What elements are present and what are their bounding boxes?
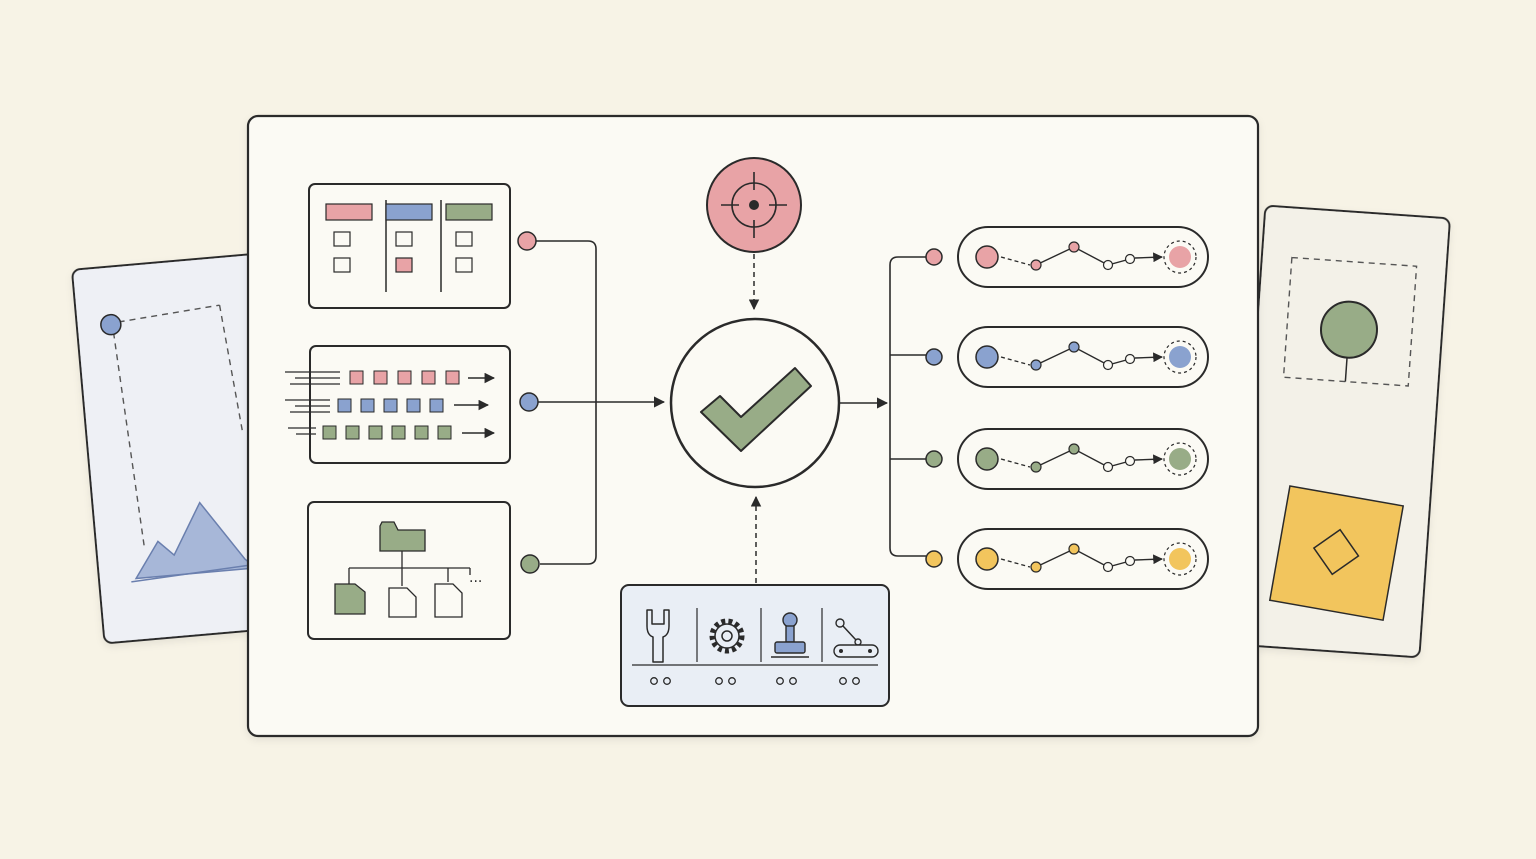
- kanban-column-header: [445, 203, 493, 221]
- pipeline-step-node: [1102, 461, 1114, 473]
- data-streams-card[interactable]: [285, 345, 511, 464]
- pipeline-step-node: [1030, 561, 1042, 573]
- pipeline-link: [1000, 256, 1031, 266]
- folder-icon: [379, 521, 426, 552]
- pipeline-capsule: [957, 528, 1209, 590]
- pipeline-start-node: [975, 345, 999, 369]
- pipeline-entry-node: [925, 248, 943, 266]
- pipeline-step-node: [1068, 543, 1080, 555]
- pin-node-icon: [100, 313, 122, 336]
- pipeline-step-node: [1124, 455, 1136, 467]
- kanban-task: [333, 257, 351, 273]
- target-icon: [706, 157, 802, 253]
- input-connectors: [536, 240, 666, 565]
- pipeline-target-ring: [1163, 340, 1197, 374]
- checkmark-icon: [700, 367, 812, 452]
- pipeline-target-ring: [1163, 240, 1197, 274]
- wrench-icon[interactable]: [646, 609, 670, 663]
- kanban-column-header: [385, 203, 433, 221]
- pipeline-step-node: [1030, 359, 1042, 371]
- output-pipeline-green[interactable]: [925, 428, 1209, 490]
- stream-row-green: [322, 425, 496, 440]
- output-pipeline-yellow[interactable]: [925, 528, 1209, 590]
- pipeline-start-node: [975, 447, 999, 471]
- pipeline-step-node: [1124, 353, 1136, 365]
- pipeline-capsule: [957, 226, 1209, 288]
- gear-icon[interactable]: [709, 618, 745, 654]
- kanban-task: [455, 231, 473, 247]
- pipeline-entry-node: [925, 550, 943, 568]
- pipeline-start-node: [975, 245, 999, 269]
- pipeline-end-node: [1169, 346, 1191, 368]
- pipeline-step-node: [1068, 443, 1080, 455]
- kanban-column-header: [325, 203, 373, 221]
- pipeline-link: [1000, 356, 1031, 366]
- pipeline-step-node: [1124, 555, 1136, 567]
- kanban-task: [455, 257, 473, 273]
- pipeline-link: [1000, 558, 1031, 568]
- pipeline-step-node: [1068, 241, 1080, 253]
- file-icon: [334, 583, 366, 615]
- indicator-dots: [650, 677, 860, 685]
- pipeline-step-node: [1102, 561, 1114, 573]
- pipeline-arrow: [1134, 554, 1163, 565]
- pipeline-path: [1035, 548, 1131, 568]
- diamond-icon: [1312, 528, 1360, 576]
- approval-hub[interactable]: [669, 317, 841, 489]
- connector-node-red: [517, 231, 537, 251]
- pipeline-step-node: [1030, 259, 1042, 271]
- pipeline-step-node: [1102, 359, 1114, 371]
- connector-node-green: [520, 554, 540, 574]
- pipeline-link: [1000, 458, 1031, 468]
- pipeline-step-node: [1102, 259, 1114, 271]
- file-icon: [434, 583, 463, 618]
- kanban-task: [333, 231, 351, 247]
- pipeline-target-ring: [1163, 442, 1197, 476]
- pipeline-capsule: [957, 428, 1209, 490]
- kanban-board-card[interactable]: [308, 183, 511, 309]
- pipeline-end-node: [1169, 548, 1191, 570]
- folder-tree-card[interactable]: ...: [307, 501, 511, 640]
- output-branch: [889, 256, 926, 557]
- pipeline-arrow: [1134, 352, 1163, 363]
- pipeline-path: [1035, 346, 1131, 366]
- pipeline-end-node: [1169, 246, 1191, 268]
- pipeline-arrow: [1134, 454, 1163, 465]
- connector-node-blue: [519, 392, 539, 412]
- more-items-text: ...: [469, 570, 482, 586]
- pipeline-step-node: [1124, 253, 1136, 265]
- stream-row-blue: [337, 398, 490, 413]
- output-pipelines: [925, 226, 1209, 590]
- file-icon: [388, 587, 417, 618]
- pipeline-path: [1035, 246, 1131, 266]
- kanban-task: [395, 231, 413, 247]
- pipeline-capsule: [957, 326, 1209, 388]
- pipeline-path: [1035, 448, 1131, 468]
- stamp-icon[interactable]: [771, 612, 809, 658]
- output-pipeline-blue[interactable]: [925, 326, 1209, 388]
- pipeline-entry-node: [925, 348, 943, 366]
- pipeline-entry-node: [925, 450, 943, 468]
- pipeline-step-node: [1068, 341, 1080, 353]
- pipeline-end-node: [1169, 448, 1191, 470]
- pipeline-start-node: [975, 547, 999, 571]
- pipeline-target-ring: [1163, 542, 1197, 576]
- output-pipeline-red[interactable]: [925, 226, 1209, 288]
- stream-row-red: [349, 370, 496, 385]
- kanban-task: [395, 257, 413, 273]
- pipeline-arrow: [1134, 252, 1163, 263]
- tools-panel[interactable]: [620, 584, 890, 707]
- right-side-card: [1234, 205, 1451, 658]
- pipeline-step-node: [1030, 461, 1042, 473]
- conveyor-icon[interactable]: [833, 618, 879, 658]
